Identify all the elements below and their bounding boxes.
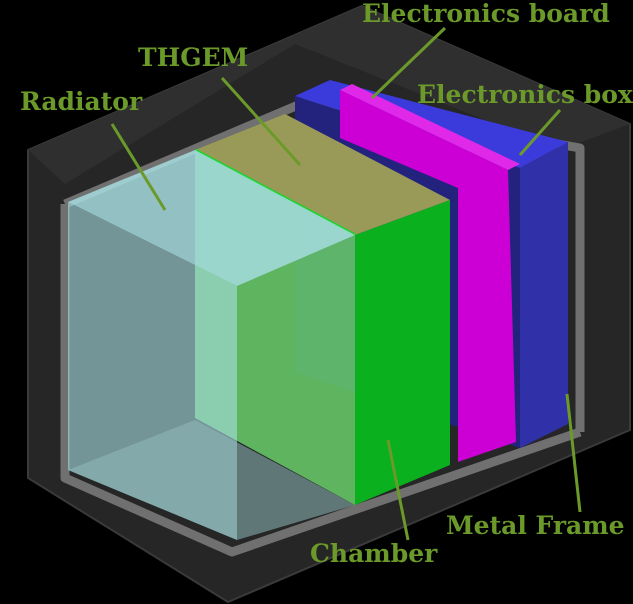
chamber-right-face (355, 200, 450, 505)
label-thgem: THGEM (138, 43, 248, 72)
electronics-board (340, 84, 520, 462)
label-chamber: Chamber (310, 539, 438, 568)
electronics-board-face (340, 90, 516, 462)
label-electronics-board: Electronics board (362, 0, 610, 28)
radiator-top (68, 150, 355, 286)
leader-line-electronics-board (370, 26, 447, 100)
label-metal-frame: Metal Frame (446, 511, 625, 540)
thgem-plate (195, 114, 450, 235)
labels: Electronics board THGEM Radiator Electro… (20, 0, 633, 568)
outer-frame-top (28, 6, 630, 184)
label-electronics-box: Electronics box (417, 80, 633, 109)
leader-lines (110, 26, 582, 541)
frame-rail-bottom (60, 204, 582, 557)
electronics-box-right (520, 142, 568, 448)
leader-line-metal-frame (565, 393, 582, 513)
radiator-bottom (68, 420, 355, 540)
leader-line-chamber (386, 439, 410, 541)
radiator (68, 150, 355, 540)
leader-line-thgem (220, 76, 302, 167)
label-radiator: Radiator (20, 87, 143, 116)
leader-line-electronics-box (518, 109, 562, 156)
electronics-board-top (340, 84, 520, 170)
leader-line-radiator (110, 123, 167, 211)
